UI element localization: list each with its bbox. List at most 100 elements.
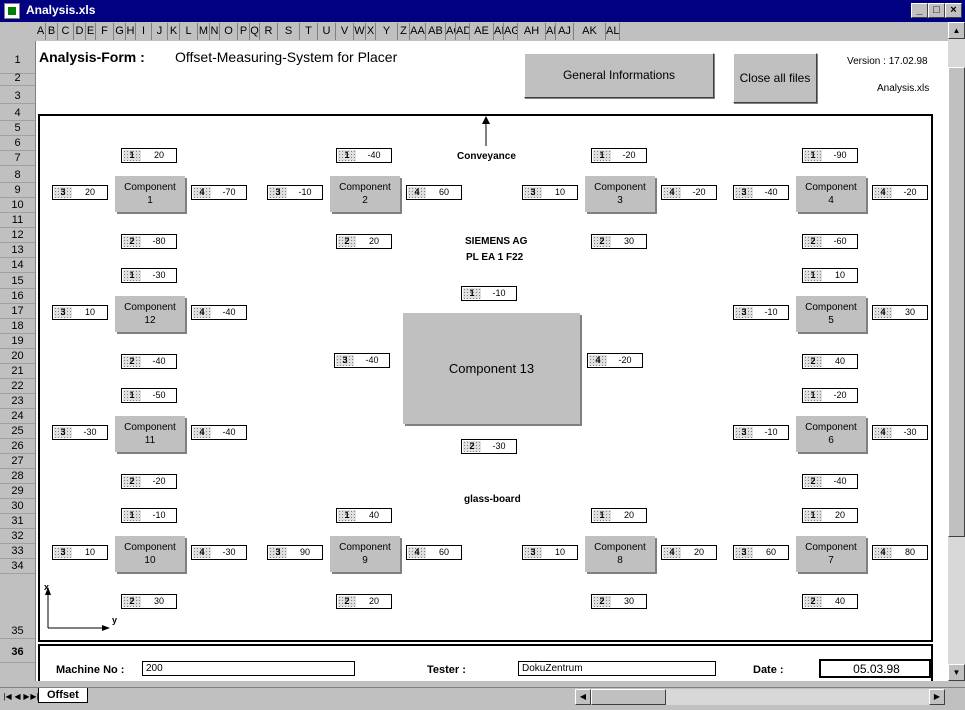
first-sheet-icon[interactable]: |◀ [3, 692, 12, 701]
scroll-down-icon[interactable]: ▼ [948, 664, 965, 681]
row-header-cell[interactable]: 28 [0, 469, 35, 484]
measure-box-3[interactable]: 3-30 [52, 425, 108, 440]
row-header-cell[interactable]: 33 [0, 544, 35, 559]
column-header-cell[interactable]: L [180, 23, 198, 40]
column-header-cell[interactable]: O [220, 23, 238, 40]
row-header-cell[interactable]: 35 [0, 624, 35, 639]
measure-box-4[interactable]: 4-20 [587, 353, 643, 368]
measure-box-2[interactable]: 2-80 [121, 234, 177, 249]
measure-box-1[interactable]: 1-10 [461, 286, 517, 301]
scroll-up-icon[interactable]: ▲ [948, 22, 965, 39]
column-header-cell[interactable]: Y [376, 23, 398, 40]
measure-box-1[interactable]: 1-20 [802, 388, 858, 403]
row-header-cell[interactable]: 3 [0, 89, 35, 104]
row-header-cell[interactable]: 34 [0, 559, 35, 574]
column-header-cell[interactable]: AL [606, 23, 620, 40]
close-window-button[interactable]: × [945, 3, 962, 18]
measure-box-3[interactable]: 3-40 [334, 353, 390, 368]
horizontal-scrollbar[interactable]: ◀ ▶ [575, 689, 945, 705]
vertical-scroll-thumb[interactable] [948, 67, 965, 537]
measure-box-3[interactable]: 3-10 [733, 305, 789, 320]
column-header-cell[interactable]: I [136, 23, 152, 40]
row-header-cell[interactable]: 25 [0, 424, 35, 439]
row-header-cell[interactable]: 4 [0, 106, 35, 121]
row-header-cell[interactable]: 21 [0, 364, 35, 379]
column-header-cell[interactable]: AC [446, 23, 456, 40]
column-header-cell[interactable]: F [96, 23, 114, 40]
measure-box-2[interactable]: 2-40 [121, 354, 177, 369]
column-header-cell[interactable]: J [152, 23, 168, 40]
column-header-cell[interactable]: N [210, 23, 220, 40]
row-header-cell[interactable]: 10 [0, 198, 35, 213]
measure-box-4[interactable]: 4-70 [191, 185, 247, 200]
row-header-cell[interactable]: 31 [0, 514, 35, 529]
measure-box-2[interactable]: 2-20 [121, 474, 177, 489]
measure-box-1[interactable]: 1-20 [591, 148, 647, 163]
row-header-cell[interactable]: 27 [0, 454, 35, 469]
column-header-cell[interactable]: Q [250, 23, 260, 40]
vertical-scrollbar[interactable]: ▲ ▼ [948, 22, 965, 681]
column-header-cell[interactable]: V [336, 23, 354, 40]
row-header-cell[interactable]: 12 [0, 228, 35, 243]
column-header-cell[interactable]: X [366, 23, 376, 40]
row-header-cell[interactable]: 16 [0, 289, 35, 304]
measure-box-3[interactable]: 3-10 [267, 185, 323, 200]
measure-box-3[interactable]: 3-40 [733, 185, 789, 200]
measure-box-1[interactable]: 1-90 [802, 148, 858, 163]
column-header-cell[interactable]: U [318, 23, 336, 40]
maximize-button[interactable]: □ [928, 3, 945, 18]
row-header-cell[interactable]: 6 [0, 136, 35, 151]
row-header-cell[interactable]: 26 [0, 439, 35, 454]
row-header-cell[interactable]: 18 [0, 319, 35, 334]
row-header-cell[interactable]: 14 [0, 258, 35, 273]
measure-box-1[interactable]: 1-30 [121, 268, 177, 283]
column-header-cell[interactable]: E [86, 23, 96, 40]
minimize-button[interactable]: _ [911, 3, 928, 18]
measure-box-4[interactable]: 4-40 [191, 425, 247, 440]
row-header-cell[interactable]: 30 [0, 499, 35, 514]
column-header-cell[interactable]: AG [504, 23, 518, 40]
measure-box-1[interactable]: 1-50 [121, 388, 177, 403]
column-header-cell[interactable]: AE [470, 23, 494, 40]
column-header-cell[interactable]: K [168, 23, 180, 40]
measure-box-2[interactable]: 2-60 [802, 234, 858, 249]
column-header-cell[interactable]: AA [410, 23, 426, 40]
column-header-cell[interactable]: P [238, 23, 250, 40]
sheet-tab-offset[interactable]: Offset [38, 688, 88, 703]
row-header-cell[interactable]: 15 [0, 274, 35, 289]
column-header-cell[interactable]: A [36, 23, 46, 40]
column-header-cell[interactable]: C [58, 23, 74, 40]
general-informations-button[interactable]: General Informations [524, 53, 714, 98]
measure-box-3[interactable]: 3-10 [733, 425, 789, 440]
row-header-cell[interactable]: 19 [0, 334, 35, 349]
prev-sheet-icon[interactable]: ◀ [14, 692, 21, 701]
measure-box-4[interactable]: 4-20 [661, 185, 717, 200]
row-header-cell[interactable]: 7 [0, 151, 35, 166]
row-header-cell[interactable]: 20 [0, 349, 35, 364]
column-header-cell[interactable]: AJ [556, 23, 574, 40]
row-header-cell[interactable]: 11 [0, 213, 35, 228]
column-header-cell[interactable]: S [278, 23, 300, 40]
row-header-cell[interactable]: 1 [0, 46, 35, 74]
component-13[interactable]: Component 13 [403, 313, 580, 424]
column-header-cell[interactable]: R [260, 23, 278, 40]
